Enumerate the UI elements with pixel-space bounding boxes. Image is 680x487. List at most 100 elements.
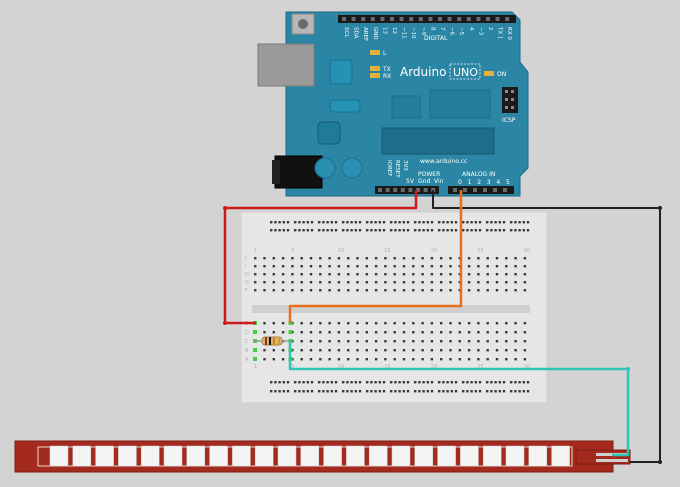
row-letter: H <box>245 272 249 278</box>
led-tx <box>370 66 380 71</box>
led-rx <box>370 73 380 78</box>
on-label: ON <box>497 71 506 78</box>
analog-pin-label: 0 <box>458 179 462 186</box>
header-pin <box>505 17 510 21</box>
top-pin-label: ~3 <box>477 27 483 36</box>
model-frame <box>449 63 481 80</box>
row-letter: G <box>245 280 249 286</box>
column-number: 1 <box>254 364 257 370</box>
header-pin <box>409 17 414 21</box>
column-number: 25 <box>477 364 483 370</box>
power-pin-label: RESET <box>394 160 400 178</box>
center-channel <box>252 305 530 313</box>
row-letter: D <box>245 330 249 336</box>
led-l-label: L <box>383 50 387 57</box>
row-letter: A <box>245 357 249 363</box>
top-pin-label: ~10 <box>410 27 416 39</box>
header-pin <box>447 17 452 21</box>
header-pin <box>438 17 442 21</box>
row-letter: B <box>245 348 249 354</box>
url-label: www.arduino.cc <box>420 158 467 165</box>
row-letter: C <box>245 339 249 345</box>
flex-sensor <box>14 440 631 473</box>
top-pin-label: 8 <box>429 27 435 31</box>
column-number: 5 <box>291 248 294 254</box>
top-pin-label: 2 <box>487 27 493 31</box>
row-letter: F <box>245 288 248 294</box>
header-pin <box>466 17 471 21</box>
column-number: 10 <box>338 364 344 370</box>
header-pin <box>361 17 366 21</box>
analog-pin-label: 3 <box>487 179 491 186</box>
icsp-label: ICSP <box>502 117 516 124</box>
header-pin <box>486 17 490 21</box>
column-number: 30 <box>524 248 530 254</box>
analog-label: ANALOG IN <box>462 171 495 178</box>
column-number: 15 <box>384 364 390 370</box>
header-pin <box>370 17 375 21</box>
column-number: 20 <box>431 248 437 254</box>
column-number: 10 <box>338 248 344 254</box>
column-number: 5 <box>291 364 294 370</box>
led-tx-label: TX <box>382 66 391 73</box>
column-number: 30 <box>524 364 530 370</box>
top-pin-label: ~5 <box>458 27 464 36</box>
usb-connector <box>257 43 315 87</box>
top-pin-label: 13 <box>381 27 387 34</box>
analog-header <box>448 186 514 194</box>
top-pin-label: 7 <box>439 27 445 31</box>
power-pin-label: Vin <box>434 178 444 185</box>
top-pin-label: TX 1 <box>497 26 503 39</box>
model-label: UNO <box>453 66 478 79</box>
header-pin <box>476 17 481 21</box>
top-pin-label: AREF <box>362 27 368 41</box>
column-number: 15 <box>384 248 390 254</box>
power-label: POWER <box>418 171 440 178</box>
power-header <box>375 186 439 194</box>
column-number: 20 <box>431 364 437 370</box>
digital-label: DIGITAL <box>424 35 448 42</box>
header-pin <box>390 17 394 21</box>
analog-pin-label: 1 <box>468 179 472 186</box>
power-pin-label: Gnd <box>418 178 430 185</box>
wire-a0-orange <box>288 190 463 323</box>
power-pin-label: 5V <box>406 178 415 185</box>
header-pin <box>418 17 423 21</box>
top-pin-label: GND <box>372 27 378 40</box>
wires <box>223 190 662 464</box>
header-pin <box>495 17 500 21</box>
power-pin-label: 3V3 <box>402 160 408 171</box>
row-letter: I <box>245 264 246 270</box>
led-on <box>484 71 494 76</box>
power-pin-label: IOREF <box>386 160 392 176</box>
header-pin <box>342 17 346 21</box>
icsp-header <box>502 87 518 113</box>
top-pin-label: RX 0 <box>506 27 512 40</box>
top-pin-label: SDA <box>353 27 359 39</box>
top-pin-label: ~9 <box>420 27 426 36</box>
header-pin <box>399 17 404 21</box>
resistor <box>254 336 290 346</box>
analog-pin-label: 2 <box>477 179 481 186</box>
column-number: 25 <box>477 248 483 254</box>
power-jack <box>274 155 323 189</box>
top-pin-label: 12 <box>391 27 397 34</box>
digital-header <box>338 15 516 23</box>
header-pin <box>457 17 462 21</box>
row-letter: J <box>244 256 246 262</box>
column-number: 1 <box>254 248 257 254</box>
top-pin-label: ~6 <box>449 27 455 36</box>
analog-pin-label: 5 <box>506 179 510 186</box>
top-pin-label: SCL <box>343 27 349 38</box>
header-pin <box>351 17 356 21</box>
top-pin-label: 4 <box>468 27 474 31</box>
